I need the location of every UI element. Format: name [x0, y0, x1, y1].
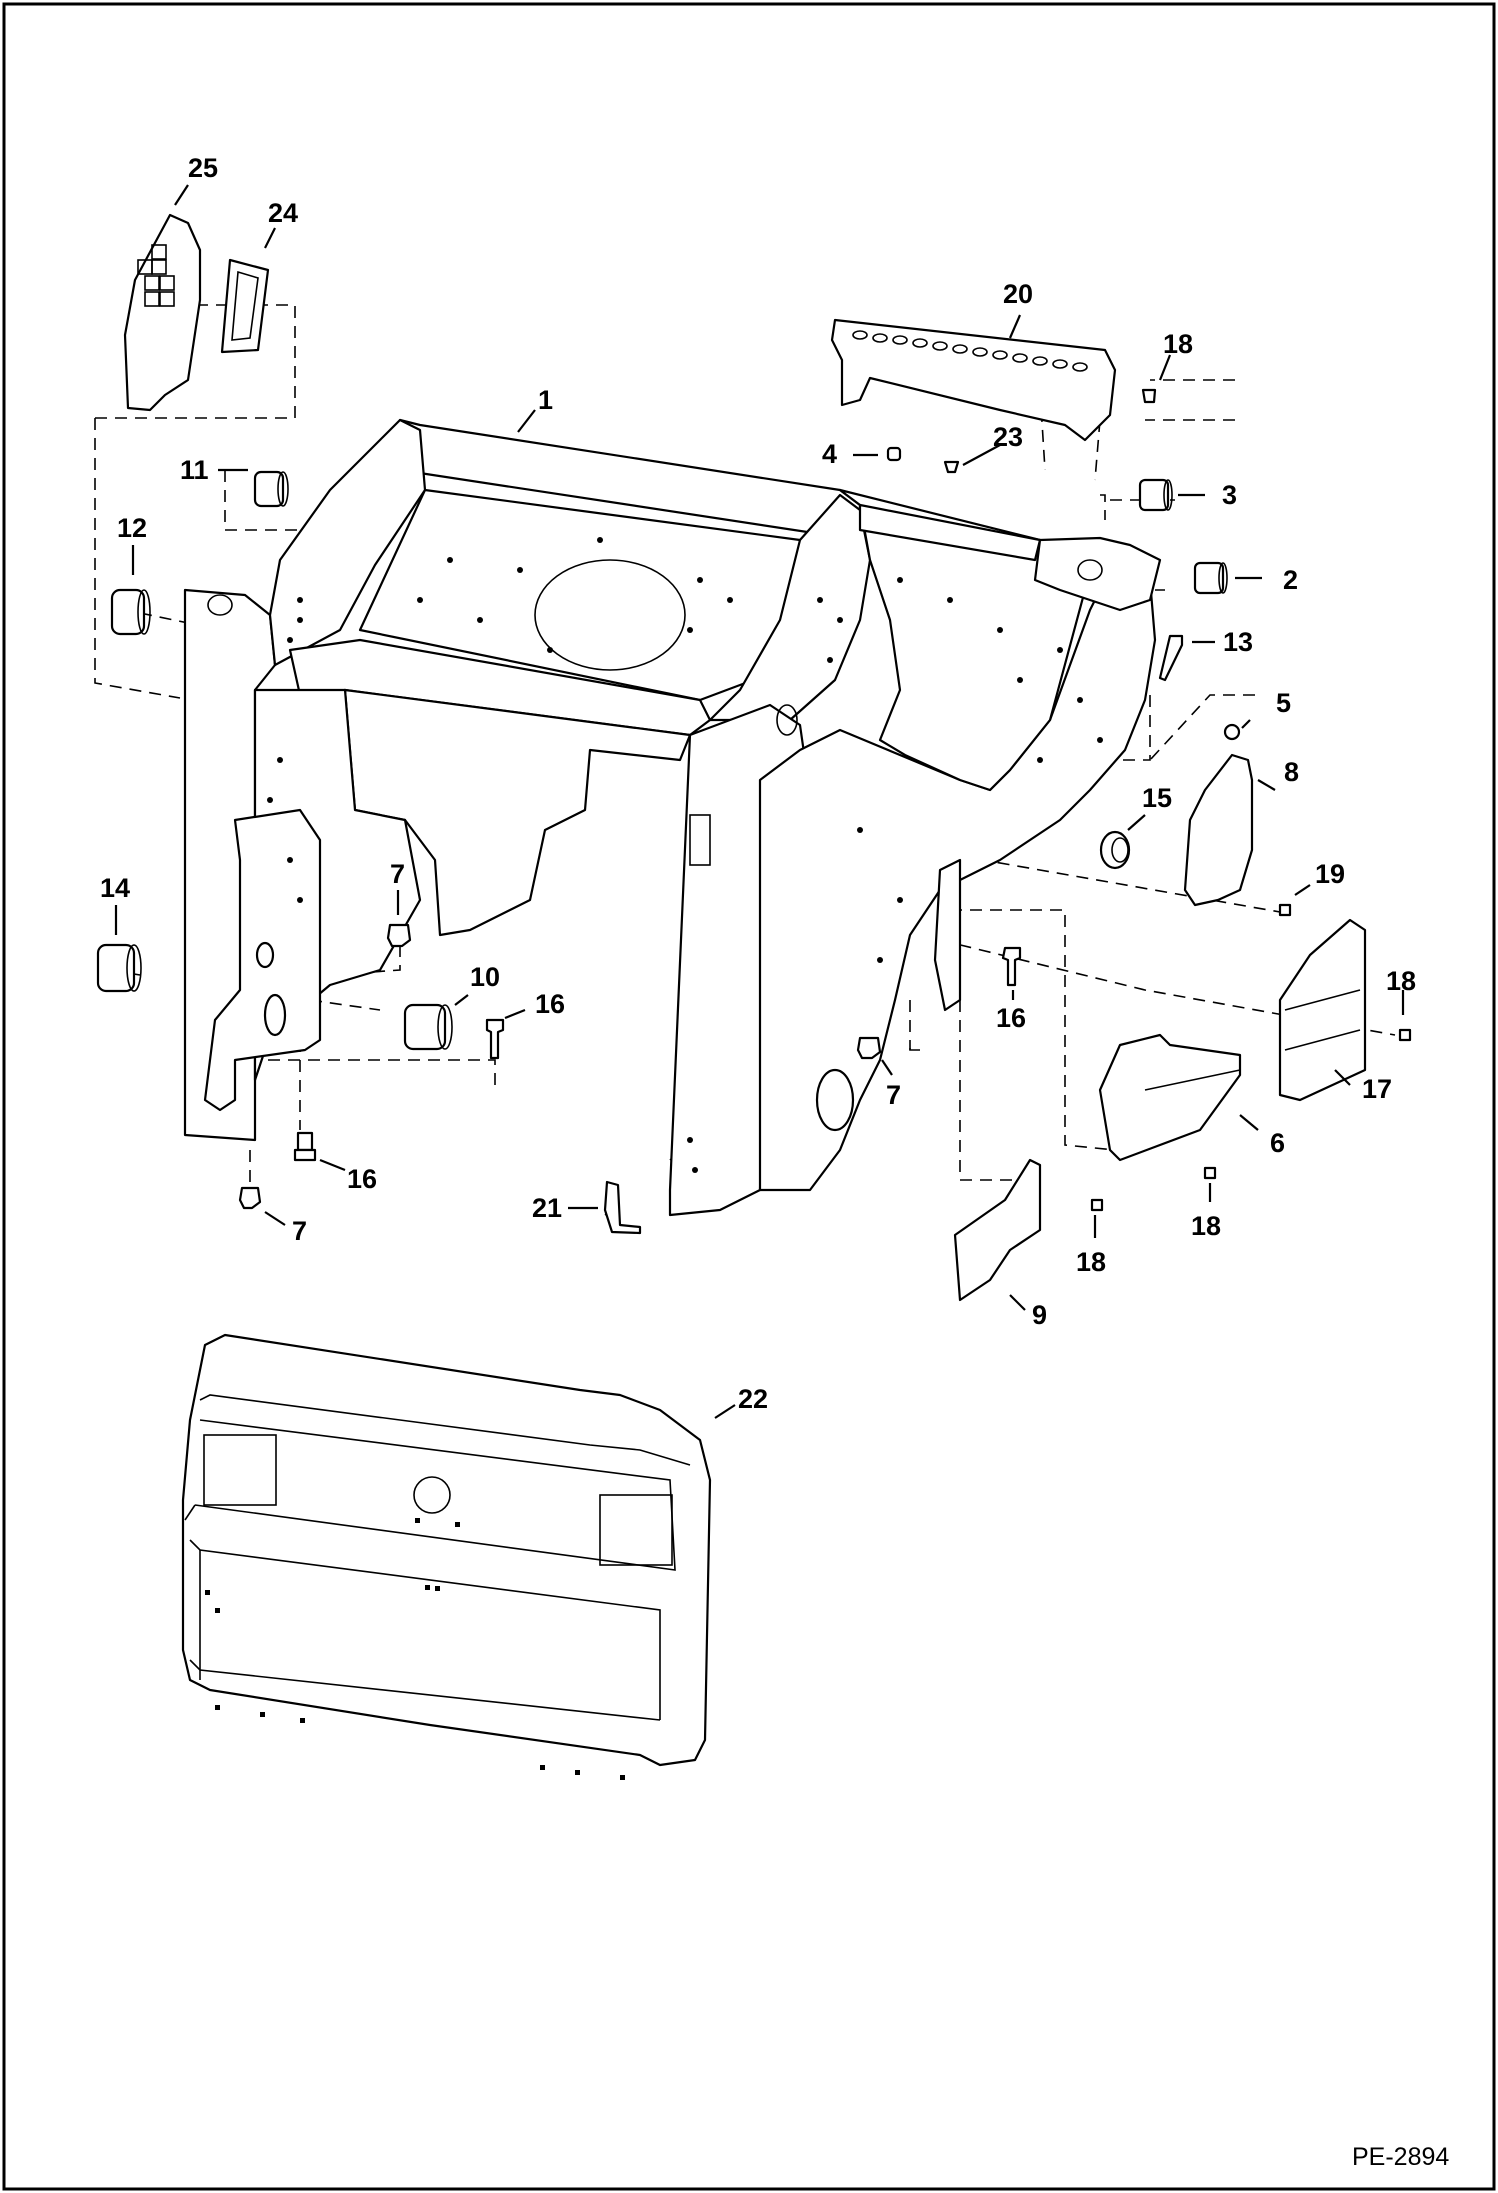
part-8-plate — [1183, 753, 1254, 907]
part-15-grommet — [1099, 830, 1131, 870]
callout-12: 12 — [117, 513, 147, 543]
callout-15: 15 — [1142, 783, 1172, 813]
part-20-bracket — [830, 318, 1117, 442]
part-12-bushing — [110, 588, 151, 636]
part-9-plate — [953, 1158, 1042, 1302]
callout-7-center: 7 — [886, 1080, 901, 1110]
callout-3: 3 — [1222, 480, 1237, 510]
callout-17: 17 — [1362, 1074, 1392, 1104]
part-13-bolt — [1158, 634, 1184, 682]
callout-4: 4 — [822, 439, 837, 469]
callout-22: 22 — [738, 1384, 768, 1414]
callout-24: 24 — [268, 198, 298, 228]
part-18-screw-6 — [1203, 1166, 1217, 1180]
callout-16-left-upper: 16 — [535, 989, 565, 1019]
callout-21: 21 — [532, 1193, 562, 1223]
leader-lines — [114, 184, 1405, 1419]
part-23-screw — [943, 460, 960, 474]
callout-19: 19 — [1315, 859, 1345, 889]
part-5-nut — [1223, 723, 1241, 741]
part-16-bolt-center — [1001, 946, 1022, 987]
part-21-clip — [603, 1180, 642, 1235]
callout-23: 23 — [993, 422, 1023, 452]
callout-20: 20 — [1003, 279, 1033, 309]
callout-11: 11 — [180, 455, 209, 485]
callout-18-right: 18 — [1386, 966, 1416, 996]
part-17-shield — [1278, 918, 1367, 1102]
callout-16-center: 16 — [996, 1003, 1026, 1033]
part-16-bolt-left-lower — [293, 1131, 317, 1162]
part-18-screw-top — [1141, 388, 1157, 404]
callout-18-top: 18 — [1163, 329, 1193, 359]
callout-18-6: 18 — [1191, 1211, 1221, 1241]
document-reference: PE-2894 — [1352, 2143, 1449, 2171]
part-7-nut-center — [856, 1036, 882, 1060]
callout-6: 6 — [1270, 1128, 1285, 1158]
part-18-screw-9 — [1090, 1198, 1104, 1212]
callout-9: 9 — [1032, 1300, 1047, 1330]
part-6-cover — [1098, 1033, 1242, 1162]
part-14-bushing — [96, 943, 142, 993]
part-10-bushing — [403, 1003, 453, 1051]
callout-25: 25 — [188, 153, 218, 183]
callout-16-left-lower: 16 — [347, 1164, 377, 1194]
callout-10: 10 — [470, 962, 500, 992]
callout-18-9: 18 — [1076, 1247, 1106, 1277]
part-25-cover — [123, 213, 202, 412]
callout-2: 2 — [1283, 565, 1298, 595]
callout-labels: 25 24 20 18 1 4 23 3 11 12 2 13 5 8 15 1… — [100, 153, 1416, 1414]
part-18-screw-right — [1398, 1028, 1412, 1042]
callout-14: 14 — [100, 873, 130, 903]
part-3-bushing — [1138, 478, 1173, 512]
part-7-nut-left-upper — [386, 923, 412, 948]
part-24-gasket — [220, 258, 270, 354]
callout-7-left-lower: 7 — [292, 1216, 307, 1246]
callout-8: 8 — [1284, 757, 1299, 787]
part-16-bolt-left-upper — [485, 1018, 505, 1060]
part-7-nut-left-lower — [238, 1186, 262, 1210]
callout-7-left-upper: 7 — [390, 859, 405, 889]
part-19-screw — [1278, 903, 1292, 917]
callout-1: 1 — [538, 385, 553, 415]
part-4-plug — [886, 446, 902, 462]
part-1-main-frame — [183, 418, 1162, 1217]
part-11-bushing — [253, 470, 289, 508]
callout-5: 5 — [1276, 688, 1291, 718]
part-2-bushing — [1193, 561, 1228, 595]
part-22-rear-panel — [181, 1333, 712, 1780]
callout-13: 13 — [1223, 627, 1253, 657]
